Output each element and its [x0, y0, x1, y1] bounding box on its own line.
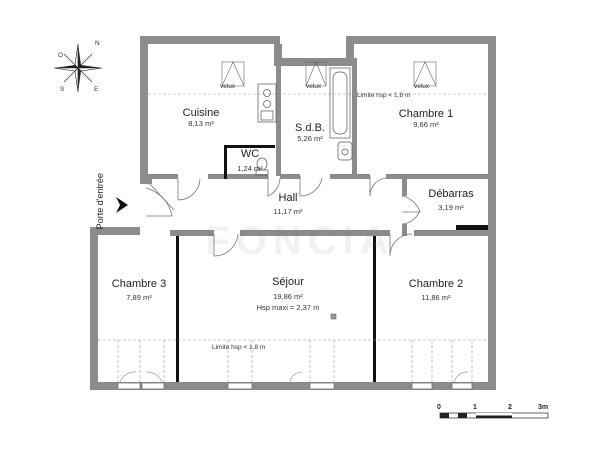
room-chambre-3: Chambre 3 7,89 m² [104, 278, 174, 302]
interior-walls [122, 64, 488, 236]
room-name: Débarras [428, 188, 474, 200]
room-name: Cuisine [182, 107, 220, 119]
height-limit-lines [98, 93, 488, 382]
room-sejour: Séjour 19,86 m² Hsp maxi = 2,37 m [240, 276, 336, 313]
compass-label-north: N [95, 40, 100, 47]
room-area: 7,89 m² [126, 292, 152, 302]
scale-tick-0: 0 [437, 404, 441, 411]
room-area: 1,24 m² [237, 163, 263, 173]
compass-rose-icon [53, 43, 103, 93]
room-chambre-1: Chambre 1 9,66 m² [388, 108, 464, 129]
marker-square [330, 313, 337, 320]
room-area: 9,66 m² [413, 119, 439, 129]
velux-label: velux [220, 83, 236, 90]
height-limit-note-top: Limite hsp < 1,8 m [357, 92, 411, 99]
compass-label-south: S [60, 86, 65, 93]
bathroom-fixtures [255, 67, 353, 176]
scale-tick-3: 3m [538, 404, 549, 411]
room-cuisine: Cuisine 8,13 m² [168, 107, 234, 128]
room-area: 5,26 m² [297, 133, 323, 143]
room-name: Séjour [272, 276, 304, 288]
height-limit-note-bottom: Limite hsp < 1,8 m [212, 344, 266, 351]
door-swings [145, 176, 421, 257]
scale-tick-1: 1 [473, 404, 477, 411]
room-sdb: S.d.B. 5,26 m² [284, 122, 336, 143]
room-name: Chambre 1 [398, 108, 454, 120]
velux-skylights [221, 61, 437, 87]
velux-label: velux [414, 83, 430, 90]
scale-tick-2: 2 [508, 404, 512, 411]
compass-label-west: O [58, 52, 64, 59]
room-area: 11,86 m² [421, 292, 451, 302]
storage-shelf [456, 225, 488, 228]
room-name: Chambre 3 [111, 278, 167, 290]
window-swings [119, 371, 469, 383]
room-name: S.d.B. [295, 122, 325, 134]
room-area: 19,86 m² [273, 291, 303, 301]
room-hall: Hall 11,17 m² [262, 192, 314, 216]
kitchen-fixtures [257, 83, 277, 123]
entrance-arrow [116, 197, 128, 213]
compass-label-east: E [94, 86, 99, 93]
room-name: WC [240, 148, 260, 160]
room-area: 11,17 m² [273, 206, 303, 216]
entrance-label: Porte d'entrée [94, 173, 105, 230]
room-area: 8,13 m² [188, 118, 214, 128]
room-name: Hall [278, 192, 298, 204]
windows [117, 382, 473, 390]
room-debarras: Débarras 3,19 m² [418, 188, 484, 212]
velux-label: velux [306, 83, 322, 90]
room-name: Chambre 2 [408, 278, 464, 290]
dark-partitions [176, 145, 488, 382]
room-area: 3,19 m² [438, 202, 464, 212]
room-chambre-2: Chambre 2 11,86 m² [398, 278, 474, 302]
scale-bar [439, 412, 549, 419]
room-wc: WC 1,24 m² [230, 148, 270, 173]
hsp-maxi-note: Hsp maxi = 2,37 m [256, 303, 320, 313]
watermark: FONCIA [205, 219, 395, 263]
